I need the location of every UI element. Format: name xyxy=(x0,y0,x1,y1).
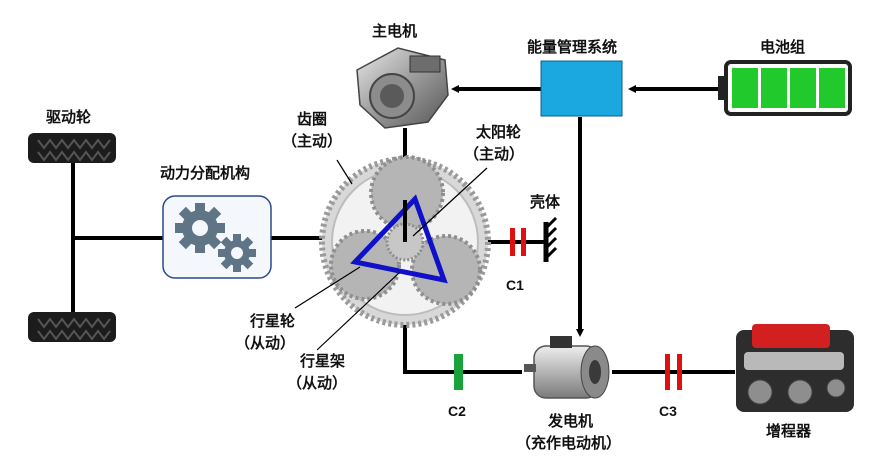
battery-label: 电池组 xyxy=(760,38,805,56)
battery-icon xyxy=(718,60,852,116)
planet-carrier-label: 行星架 xyxy=(299,352,345,370)
housing-ground-symbol xyxy=(543,216,558,262)
motor-image xyxy=(356,47,449,129)
sun-gear-label: 太阳轮 xyxy=(476,123,521,141)
energy-mgmt-box xyxy=(540,60,623,117)
ring-gear-role: （主动） xyxy=(282,132,342,150)
generator-label: 发电机 xyxy=(547,412,593,430)
gear-icon xyxy=(218,234,256,272)
tire-icon xyxy=(28,133,116,163)
gear-icon xyxy=(175,203,225,253)
drive-wheel-label: 驱动轮 xyxy=(46,108,91,126)
clutch-c1 xyxy=(510,228,526,256)
power-split-box xyxy=(162,195,272,279)
engine-image xyxy=(736,324,854,412)
c2-label: C2 xyxy=(448,403,466,419)
housing-label: 壳体 xyxy=(529,193,561,211)
range-extender-label: 增程器 xyxy=(766,422,812,440)
tire-icon xyxy=(28,312,116,342)
clutch-c3 xyxy=(665,354,682,390)
c3-label: C3 xyxy=(659,403,677,419)
sun-gear-pointer xyxy=(412,167,488,237)
planetary-gearset xyxy=(319,155,491,328)
planet-carrier-pointer xyxy=(316,271,401,351)
ring-gear-pointer xyxy=(336,159,353,185)
sun-gear-role: （主动） xyxy=(464,145,524,163)
generator-image xyxy=(524,336,610,399)
carrier-to-generator-shaft xyxy=(403,318,522,374)
planet-gear xyxy=(410,234,482,306)
planet-carrier-role: （从动） xyxy=(287,374,347,392)
ring-gear-label: 齿圈 xyxy=(297,110,327,128)
generator-role: （充作电动机） xyxy=(516,434,621,452)
energy-mgmt-label: 能量管理系统 xyxy=(527,38,617,56)
planet-gear-role: （从动） xyxy=(235,334,295,352)
planet-gear-pointer xyxy=(294,266,361,309)
planet-gear-label: 行星轮 xyxy=(249,312,295,330)
power-split-label: 动力分配机构 xyxy=(160,164,250,182)
carrier-triangle xyxy=(350,194,448,284)
clutch-c2 xyxy=(454,354,463,390)
main-motor-label: 主电机 xyxy=(372,22,417,40)
c1-label: C1 xyxy=(506,277,524,293)
